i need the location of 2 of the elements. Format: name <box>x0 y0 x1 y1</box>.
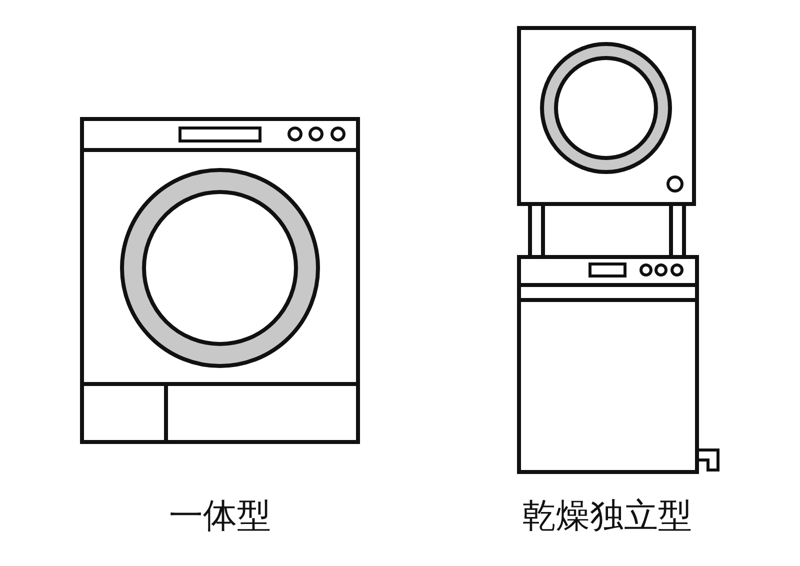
caption-text: 乾燥独立型 <box>522 495 692 538</box>
caption-text: 一体型 <box>169 495 271 538</box>
